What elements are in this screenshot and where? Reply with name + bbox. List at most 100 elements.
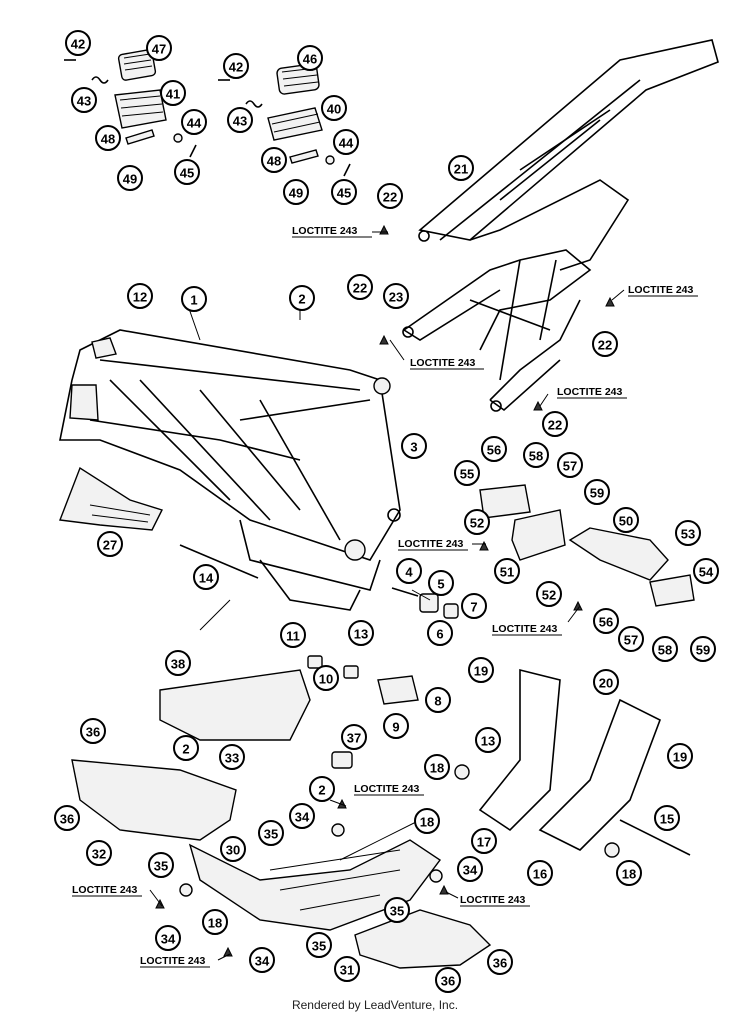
part-callout-p2b[interactable]: 2 [173, 735, 199, 761]
loctite-note-text: LOCTITE 243 [557, 386, 623, 398]
part-callout-p5[interactable]: 5 [428, 570, 454, 596]
pin-45a-drawing [189, 144, 197, 158]
part-callout-p15[interactable]: 15 [654, 805, 680, 831]
part-callout-p7[interactable]: 7 [461, 593, 487, 619]
part-callout-p33[interactable]: 33 [219, 744, 245, 770]
part-callout-p18c[interactable]: 18 [616, 860, 642, 886]
part-callout-p42a[interactable]: 42 [65, 30, 91, 56]
part-callout-p21[interactable]: 21 [448, 155, 474, 181]
part-callout-p19a[interactable]: 19 [468, 657, 494, 683]
callout-circle [347, 274, 373, 300]
part-callout-p41[interactable]: 41 [160, 80, 186, 106]
part-callout-p34b[interactable]: 34 [457, 856, 483, 882]
footer-credit: Rendered by LeadVenture, Inc. [291, 998, 459, 1012]
part-callout-p57b[interactable]: 57 [618, 626, 644, 652]
part-callout-p18d[interactable]: 18 [202, 909, 228, 935]
part-callout-p36a[interactable]: 36 [80, 718, 106, 744]
callout-number: 41 [166, 87, 180, 102]
washer-44b-drawing [325, 155, 335, 165]
part-callout-p17[interactable]: 17 [471, 828, 497, 854]
part-callout-p6[interactable]: 6 [427, 620, 453, 646]
part-callout-p23[interactable]: 23 [383, 283, 409, 309]
part-callout-p4[interactable]: 4 [396, 558, 422, 584]
part-callout-p52a[interactable]: 52 [464, 509, 490, 535]
part-callout-p34d[interactable]: 34 [249, 947, 275, 973]
part-callout-p45a[interactable]: 45 [174, 159, 200, 185]
part-callout-p55[interactable]: 55 [454, 460, 480, 486]
part-callout-p50[interactable]: 50 [613, 507, 639, 533]
callout-number: 13 [481, 734, 495, 749]
part-callout-p8[interactable]: 8 [425, 687, 451, 713]
part-callout-p56a[interactable]: 56 [481, 436, 507, 462]
part-callout-p27[interactable]: 27 [97, 531, 123, 557]
part-callout-p56b[interactable]: 56 [593, 608, 619, 634]
part-callout-p22d[interactable]: 22 [542, 411, 568, 437]
part-callout-p51[interactable]: 51 [494, 558, 520, 584]
part-callout-p58b[interactable]: 58 [652, 636, 678, 662]
part-callout-p42b[interactable]: 42 [223, 53, 249, 79]
loctite-note-text: LOCTITE 243 [140, 955, 206, 967]
part-callout-p49a[interactable]: 49 [117, 165, 143, 191]
part-callout-p19b[interactable]: 19 [667, 743, 693, 769]
part-callout-p45b[interactable]: 45 [331, 179, 357, 205]
footpeg-47-drawing [117, 49, 157, 81]
part-callout-p57a[interactable]: 57 [557, 452, 583, 478]
part-callout-p30[interactable]: 30 [220, 836, 246, 862]
callout-number: 49 [289, 186, 303, 201]
part-callout-p53[interactable]: 53 [675, 520, 701, 546]
part-callout-p36c[interactable]: 36 [435, 967, 461, 993]
part-callout-p43b[interactable]: 43 [227, 107, 253, 133]
part-callout-p18b[interactable]: 18 [414, 808, 440, 834]
part-callout-p44a[interactable]: 44 [181, 109, 207, 135]
part-callout-p22b[interactable]: 22 [347, 274, 373, 300]
part-callout-p16[interactable]: 16 [527, 860, 553, 886]
part-callout-p54[interactable]: 54 [693, 558, 719, 584]
part-callout-p44b[interactable]: 44 [333, 129, 359, 155]
part-callout-p13a[interactable]: 13 [348, 620, 374, 646]
callout-number: 34 [463, 863, 478, 878]
part-callout-p13b[interactable]: 13 [475, 727, 501, 753]
part-callout-p38[interactable]: 38 [165, 650, 191, 676]
callout-number: 48 [101, 132, 115, 147]
part-callout-p59b[interactable]: 59 [690, 636, 716, 662]
part-callout-p22a[interactable]: 22 [377, 183, 403, 209]
loctite-drop-3 [605, 296, 615, 307]
callout-number: 11 [286, 629, 300, 644]
part-callout-p11[interactable]: 11 [280, 622, 306, 648]
part-callout-p12[interactable]: 12 [127, 283, 153, 309]
part-callout-p35c[interactable]: 35 [384, 897, 410, 923]
part-callout-p40[interactable]: 40 [321, 95, 347, 121]
part-callout-p32[interactable]: 32 [86, 840, 112, 866]
part-callout-p58a[interactable]: 58 [523, 442, 549, 468]
part-callout-p22c[interactable]: 22 [592, 331, 618, 357]
part-callout-p48b[interactable]: 48 [261, 147, 287, 173]
part-callout-p3[interactable]: 3 [401, 433, 427, 459]
part-callout-p2a[interactable]: 2 [289, 285, 315, 311]
part-callout-p46[interactable]: 46 [297, 45, 323, 71]
part-callout-p37[interactable]: 37 [341, 724, 367, 750]
part-callout-p36b[interactable]: 36 [54, 805, 80, 831]
part-callout-p34c[interactable]: 34 [155, 925, 181, 951]
spring-48b-drawing [289, 149, 319, 164]
part-callout-p49b[interactable]: 49 [283, 179, 309, 205]
part-callout-p14[interactable]: 14 [193, 564, 219, 590]
part-callout-p48a[interactable]: 48 [95, 125, 121, 151]
part-callout-p43a[interactable]: 43 [71, 87, 97, 113]
part-callout-p20[interactable]: 20 [593, 669, 619, 695]
part-callout-p59a[interactable]: 59 [584, 479, 610, 505]
part-callout-p35b[interactable]: 35 [148, 852, 174, 878]
part-callout-p1[interactable]: 1 [181, 286, 207, 312]
callout-number: 43 [233, 114, 247, 129]
part-callout-p10[interactable]: 10 [313, 665, 339, 691]
part-callout-p35a[interactable]: 35 [258, 820, 284, 846]
part-callout-p18a[interactable]: 18 [424, 754, 450, 780]
part-callout-p2c[interactable]: 2 [309, 776, 335, 802]
callout-number: 2 [318, 783, 325, 798]
part-callout-p9[interactable]: 9 [383, 713, 409, 739]
part-callout-p34a[interactable]: 34 [289, 803, 315, 829]
part-callout-p52b[interactable]: 52 [536, 581, 562, 607]
part-callout-p36d[interactable]: 36 [487, 949, 513, 975]
part-callout-p47[interactable]: 47 [146, 35, 172, 61]
part-callout-p35d[interactable]: 35 [306, 932, 332, 958]
part-callout-p31[interactable]: 31 [334, 956, 360, 982]
